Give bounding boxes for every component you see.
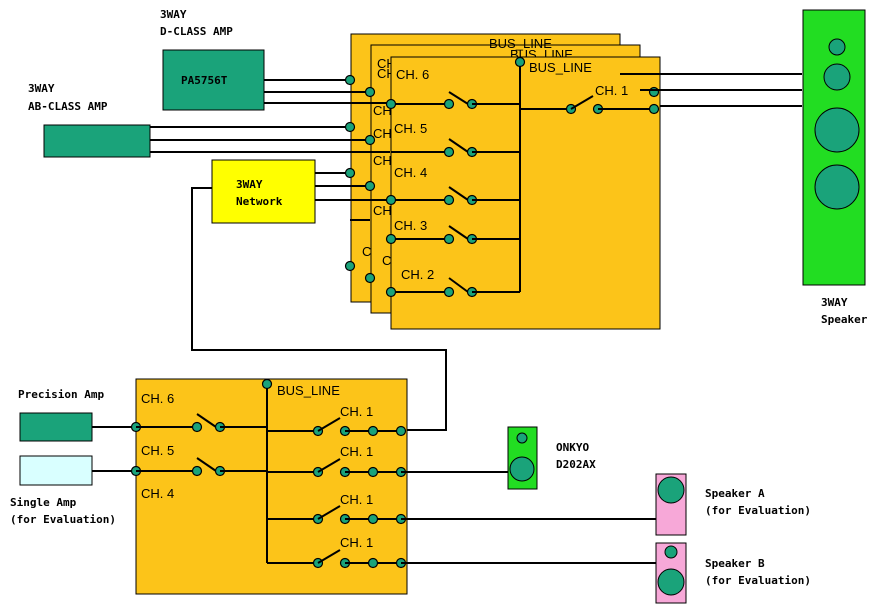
channel-ch4[interactable]: CH. 4	[385, 165, 521, 206]
bottom-out1-switch[interactable]	[317, 417, 341, 432]
bottom-channel-panel	[135, 378, 408, 595]
channel-panel-front	[390, 56, 661, 330]
switch-ch6[interactable]	[448, 91, 469, 105]
channel-ch6-label: CH. 6	[396, 67, 429, 82]
network-label-line2: Network	[236, 195, 283, 208]
bottom-switch-ch6[interactable]	[196, 413, 217, 428]
woofer-2-icon	[814, 164, 860, 210]
network-to-bottom-wire	[191, 187, 447, 431]
switch-ch1[interactable]	[570, 95, 594, 110]
single-amp-label-line1: Single Amp	[10, 496, 77, 509]
tweeter-icon	[828, 38, 846, 56]
amp-input-nodes	[344, 74, 376, 284]
abclass-amp-box[interactable]	[43, 124, 151, 158]
bus-label-front: BUS_LINE	[529, 60, 592, 75]
ghost-ch-b: CH	[373, 126, 392, 141]
channel-ch5[interactable]: CH. 5	[391, 121, 520, 158]
bottom-out2-switch[interactable]	[317, 458, 341, 473]
dclass-amp-box[interactable]	[162, 49, 265, 111]
bottom-ch4-label: CH. 4	[141, 486, 174, 501]
single-amp-box[interactable]	[19, 455, 93, 486]
speaker-a-label-line1: Speaker A	[705, 487, 765, 500]
switch-ch5[interactable]	[448, 138, 469, 153]
onkyo-tweeter-icon	[516, 432, 528, 444]
speaker-a-driver-icon	[657, 476, 685, 504]
midrange-icon	[823, 63, 851, 91]
bottom-bus-node	[261, 378, 273, 390]
speaker-a-label-line2: (for Evaluation)	[705, 504, 811, 517]
bottom-output-2[interactable]: CH. 1	[267, 444, 407, 478]
bottom-output-4[interactable]: CH. 1	[267, 535, 407, 569]
ghost-ch-c: CH	[373, 153, 392, 168]
bottom-output-1[interactable]: CH. 1	[267, 404, 407, 437]
channel-ch5-label: CH. 5	[394, 121, 427, 136]
bus-label-back-2: BUS_LINE	[489, 36, 552, 51]
bottom-out1-label: CH. 1	[340, 404, 373, 419]
channel-ch1-output[interactable]: CH. 1	[520, 83, 660, 115]
switch-ch3[interactable]	[448, 225, 469, 240]
onkyo-label-line1: ONKYO	[556, 441, 589, 454]
channel-ch3[interactable]: CH. 3	[385, 218, 521, 245]
speaker-b-woofer-icon	[657, 568, 685, 596]
bottom-out3-label: CH. 1	[340, 492, 373, 507]
bottom-channel-ch5[interactable]: CH. 5	[130, 443, 268, 477]
channel-ch4-label: CH. 4	[394, 165, 427, 180]
precision-amp-box[interactable]	[19, 412, 93, 442]
bottom-bus-label: BUS_LINE	[277, 383, 340, 398]
amp-input-wires	[150, 79, 390, 221]
switch-ch2[interactable]	[448, 277, 469, 293]
dclass-amp-title-line1: 3WAY	[160, 8, 187, 21]
bottom-output-3[interactable]: CH. 1	[267, 492, 407, 525]
bottom-out4-switch[interactable]	[317, 549, 341, 564]
speaker-b-label-line2: (for Evaluation)	[705, 574, 811, 587]
bottom-channel-ch6[interactable]: CH. 6	[130, 391, 268, 433]
single-amp-label-line2: (for Evaluation)	[10, 513, 116, 526]
network-label-line1: 3WAY	[236, 178, 263, 191]
dclass-amp-name: PA5756T	[181, 74, 228, 87]
onkyo-woofer-icon	[509, 456, 535, 482]
onkyo-label-line2: D202AX	[556, 458, 596, 471]
precision-amp-label: Precision Amp	[18, 388, 104, 401]
bottom-ch5-label: CH. 5	[141, 443, 174, 458]
abclass-amp-title-line1: 3WAY	[28, 82, 55, 95]
switch-ch4[interactable]	[448, 186, 469, 201]
speaker-3way-label-line2: Speaker	[821, 313, 868, 326]
dclass-amp-title: 3WAY D-CLASS AMP	[160, 8, 233, 38]
speaker-b-tweeter-icon	[664, 545, 678, 559]
speaker-3way-label-line1: 3WAY	[821, 296, 848, 309]
ghost-ch-f: C	[382, 253, 391, 268]
dclass-amp-title-line2: D-CLASS AMP	[160, 25, 233, 38]
woofer-icon	[814, 107, 860, 153]
speaker-b-label-line1: Speaker B	[705, 557, 765, 570]
channel-ch2-label: CH. 2	[401, 267, 434, 282]
speaker-output-wires	[620, 73, 802, 107]
channel-ch1-label: CH. 1	[595, 83, 628, 98]
channel-ch6[interactable]: CH. 6	[385, 67, 521, 110]
bus-node-front	[514, 56, 526, 68]
bottom-out3-switch[interactable]	[317, 505, 341, 520]
channel-ch3-label: CH. 3	[394, 218, 427, 233]
bottom-switch-ch5[interactable]	[196, 457, 217, 472]
ghost-ch-d: CH	[373, 203, 392, 218]
network-box[interactable]	[211, 159, 316, 224]
bottom-out2-label: CH. 1	[340, 444, 373, 459]
abclass-amp-title-line2: AB-CLASS AMP	[28, 100, 108, 113]
channel-ch2[interactable]: CH. 2	[385, 267, 521, 298]
ghost-ch-e: C	[362, 244, 371, 259]
bottom-ch6-label: CH. 6	[141, 391, 174, 406]
bottom-out4-label: CH. 1	[340, 535, 373, 550]
